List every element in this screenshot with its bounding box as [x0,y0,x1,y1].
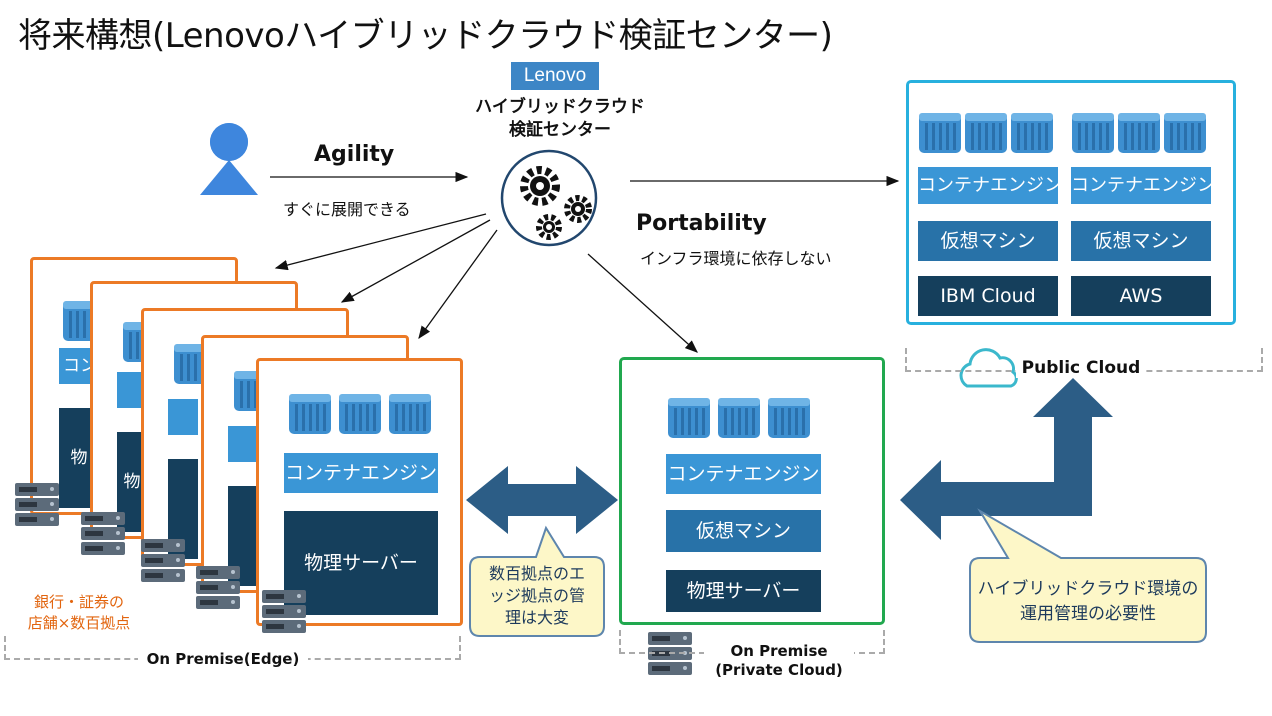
private-label-line2: (Private Cloud) [715,661,843,679]
private-vm: 仮想マシン [666,510,821,552]
edge-location-line2: 店舗×数百拠点 [27,614,131,632]
callout-hybrid-line1: ハイブリッドクラウド環境の [977,579,1199,599]
portability-sub: インフラ環境に依存しない [640,249,832,268]
private-label: On Premise (Private Cloud) [704,642,854,680]
callout-edge-line1: 数百拠点のエ [488,564,585,583]
private-cloud-box: コンテナエンジン 仮想マシン 物理サーバー [619,357,885,625]
edge-container-engine: コンテナエンジン [284,453,438,493]
portability-label: Portability [636,211,767,236]
edge-location-line1: 銀行・証券の [33,593,124,611]
connector-arrows [270,171,900,353]
ibm-cloud-label: IBM Cloud [918,276,1058,316]
center-title-line2: 検証センター [509,120,611,140]
private-label-line1: On Premise [730,642,828,660]
public-cloud-label: Public Cloud [1016,358,1146,378]
center-title-line1: ハイブリッドクラウド [475,97,645,117]
callout-hybrid-shape [969,508,1207,643]
user-icon [200,123,258,195]
aws-label: AWS [1071,276,1211,316]
callout-edge-shape [469,525,605,637]
agility-label: Agility [314,142,395,167]
callout-hybrid: ハイブリッドクラウド環境の 運用管理の必要性 [972,577,1204,627]
aws-vm: 仮想マシン [1071,221,1211,261]
aws-container-engine: コンテナエンジン [1071,167,1211,204]
gears-icon [500,149,598,247]
ibm-vm: 仮想マシン [918,221,1058,261]
edge-label: On Premise(Edge) [138,650,308,668]
cloud-icon [959,348,1018,388]
ibm-container-engine: コンテナエンジン [918,167,1058,204]
callout-edge-line3: 理は大変 [504,608,569,627]
callout-edge: 数百拠点のエ ッジ拠点の管 理は大変 [474,563,600,629]
edge-location: 銀行・証券の 店舗×数百拠点 [4,592,154,634]
edge-site-box-main: コンテナエンジン 物理サーバー [256,358,463,626]
page-title: 将来構想(Lenovoハイブリッドクラウド検証センター) [18,16,833,56]
private-physical-server: 物理サーバー [666,570,821,612]
callout-hybrid-line2: 運用管理の必要性 [1020,604,1156,624]
agility-sub: すぐに展開できる [283,200,411,219]
sync-double-arrow [466,466,618,534]
public-cloud-box: コンテナエンジン コンテナエンジン 仮想マシン 仮想マシン IBM Cloud … [906,80,1236,325]
callout-edge-line2: ッジ拠点の管 [488,586,585,605]
hybrid-connect-arrow [900,378,1113,540]
lenovo-logo: Lenovo [511,62,599,90]
private-container-icons [668,398,810,438]
edge-physical-server: 物理サーバー [284,511,438,615]
private-container-engine: コンテナエンジン [666,454,821,494]
center-title: ハイブリッドクラウド 検証センター [460,96,660,142]
